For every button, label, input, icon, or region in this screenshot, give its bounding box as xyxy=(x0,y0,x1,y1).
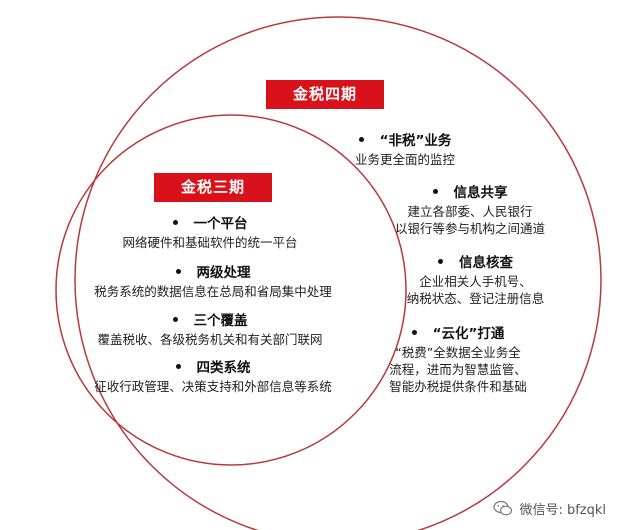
outer-item-line: 以银行等参与机构之间通道 xyxy=(394,221,545,236)
outer-item-line: 纳税状态、登记注册信息 xyxy=(406,291,545,306)
outer-item: “云化”打通 “税费”全数据全业务全 流程，进而为智慧监管、 智能办税提供条件和… xyxy=(378,325,538,395)
outer-circle xyxy=(74,16,602,530)
inner-item-line: 税务系统的数据信息在总局和省局集中处理 xyxy=(94,284,332,299)
wechat-icon xyxy=(493,500,513,516)
inner-item-line: 征收行政管理、决策支持和外部信息等系统 xyxy=(94,379,332,394)
inner-item-line: 网络硬件和基础软件的统一平台 xyxy=(122,235,298,250)
outer-item-heading: 信息核查 xyxy=(459,255,513,271)
bullet-icon xyxy=(358,136,364,142)
inner-item: 四类系统 征收行政管理、决策支持和外部信息等系统 xyxy=(82,359,344,395)
bullet-icon xyxy=(172,219,178,225)
outer-item-line: 流程，进而为智慧监管、 xyxy=(389,362,527,377)
outer-item-line: “税费”全数据全业务全 xyxy=(395,345,521,360)
bullet-icon xyxy=(411,329,417,335)
inner-item-heading: 三个覆盖 xyxy=(193,313,248,329)
inner-item: 一个平台 网络硬件和基础软件的统一平台 xyxy=(110,215,310,251)
inner-item-heading: 一个平台 xyxy=(193,216,248,232)
outer-item: 信息核查 企业相关人手机号、 纳税状态、登记注册信息 xyxy=(398,254,553,307)
inner-item-line: 覆盖税收、各级税务机关和有关部门联网 xyxy=(97,332,323,347)
outer-item-line: 建立各部委、人民银行 xyxy=(407,204,533,219)
watermark: 微信号: bfzqkl xyxy=(493,499,606,518)
inner-item-heading: 四类系统 xyxy=(196,360,251,376)
outer-item-line: 智能办税提供条件和基础 xyxy=(389,379,527,394)
outer-item-line: 企业相关人手机号、 xyxy=(419,274,532,289)
inner-circle xyxy=(55,114,407,466)
inner-item: 两级处理 税务系统的数据信息在总局和省局集中处理 xyxy=(82,264,344,300)
bullet-icon xyxy=(438,258,443,264)
inner-item: 三个覆盖 覆盖税收、各级税务机关和有关部门联网 xyxy=(84,312,336,348)
bullet-icon xyxy=(172,316,178,322)
watermark-text: 微信号: bfzqkl xyxy=(519,503,606,518)
outer-item-heading: 信息共享 xyxy=(453,185,508,201)
outer-item: 信息共享 建立各部委、人民银行 以银行等参与机构之间通道 xyxy=(385,184,555,237)
outer-item-heading: “云化”打通 xyxy=(432,326,505,342)
outer-item: “非税”业务 业务更全面的监控 xyxy=(345,132,465,168)
bullet-icon xyxy=(175,268,181,274)
outer-item-heading: “非税”业务 xyxy=(379,133,452,149)
bullet-icon xyxy=(432,188,438,194)
inner-item-heading: 两级处理 xyxy=(196,265,251,281)
outer-badge: 金税四期 xyxy=(266,80,384,109)
outer-item-line: 业务更全面的监控 xyxy=(354,152,455,167)
bullet-icon xyxy=(175,363,181,369)
inner-badge: 金税三期 xyxy=(154,173,272,202)
